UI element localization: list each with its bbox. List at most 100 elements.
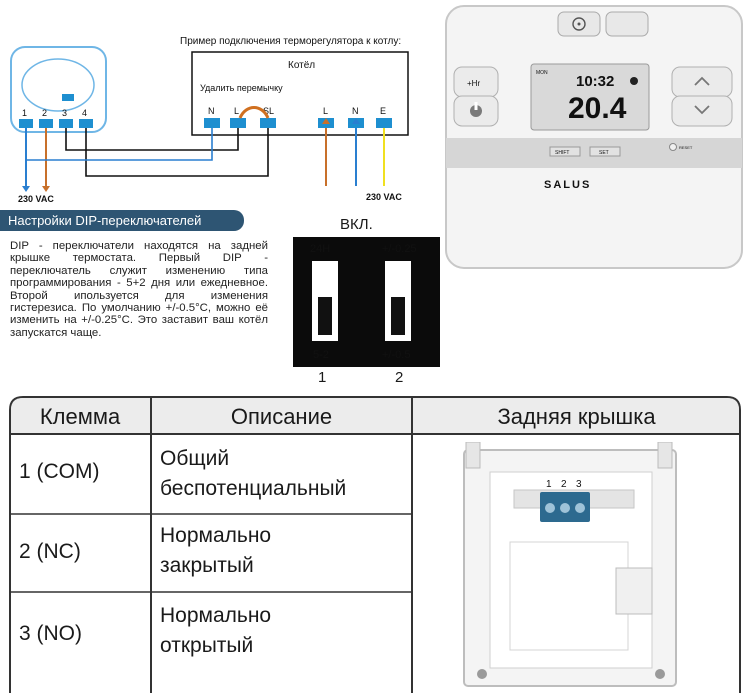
row-terminal: 2 (NC) — [19, 540, 81, 563]
dip-switch-panel: 24H +/-0.25 5-2 +/-0.5 — [293, 237, 440, 367]
back-cover-terminal-block — [540, 492, 590, 522]
screw-icon — [655, 669, 665, 679]
row-terminal: 1 (COM) — [19, 460, 100, 483]
down-button[interactable] — [671, 95, 733, 127]
row-description-line: Нормально — [160, 604, 272, 627]
arrow-icon — [322, 118, 330, 124]
row-description-line: Нормально — [160, 524, 272, 547]
terminal-block — [79, 119, 93, 128]
dip-switch-1-knob — [318, 297, 332, 335]
jumper-wire — [238, 106, 270, 119]
dip-switch-2-knob — [391, 297, 405, 335]
flame-icon — [630, 77, 638, 85]
terminal-label: 1 — [22, 108, 27, 118]
terminal-label: 3 — [62, 108, 67, 118]
jumper-note: Удалить перемычку — [200, 83, 283, 93]
lcd-time: 10:32 — [576, 73, 614, 90]
thermometer-icon — [470, 102, 482, 117]
dip-on-label: ВКЛ. — [340, 216, 373, 233]
cover-clip — [657, 442, 673, 469]
wiring-diagram: 1 2 3 4 Пример подключения терморегулято… — [0, 0, 440, 215]
screw-icon — [477, 669, 487, 679]
arrow-icon — [42, 186, 50, 192]
terminal-label: L — [234, 106, 239, 116]
switch2-top-label: +/-0.25 — [382, 243, 417, 255]
terminal-block — [260, 118, 276, 128]
boiler-title: Котёл — [288, 60, 315, 71]
terminal-label: 2 — [42, 108, 47, 118]
thermostat-device-svg: +Hr MON 10:32 20.4 SHIFT SET RESET SALUS — [445, 5, 743, 269]
wire-black — [65, 128, 239, 151]
terminals-table: Клемма Описание Задняя крышка 1 (COM) Об… — [9, 396, 741, 693]
supply-label: 230 VAC — [18, 194, 54, 204]
set-button-label: SET — [599, 150, 609, 156]
reset-label: RESET — [679, 145, 693, 150]
top-button[interactable] — [605, 11, 649, 37]
dip-switch-svg: 24H +/-0.25 5-2 +/-0.5 — [310, 243, 417, 361]
salus-logo: SALUS — [544, 179, 591, 191]
up-button[interactable] — [671, 66, 733, 98]
switch1-number: 1 — [318, 369, 327, 386]
header-description: Описание — [230, 404, 333, 429]
reset-button[interactable] — [669, 143, 677, 151]
header-back-cover: Задняя крышка — [497, 404, 656, 429]
arrow-icon — [22, 186, 30, 192]
svg-text:SALUS: SALUS — [544, 179, 591, 191]
terminal-label: L — [323, 106, 328, 116]
fan-icon — [572, 17, 586, 31]
switch2-bottom-label: +/-0.5 — [382, 349, 410, 361]
terminal-block — [59, 119, 73, 128]
wiring-caption: Пример подключения терморегулятора к кот… — [180, 36, 401, 47]
terminal-label: SL — [263, 106, 274, 116]
wiring-diagram-svg: 1 2 3 4 Пример подключения терморегулято… — [10, 36, 409, 204]
lcd-temperature: 20.4 — [568, 92, 627, 125]
thermostat-indicator — [62, 94, 74, 101]
chevron-down-icon — [694, 105, 710, 115]
terminal-label: 4 — [82, 108, 87, 118]
terminal-label: N — [208, 106, 215, 116]
switch1-top-label: 24H — [310, 243, 330, 255]
hr-button-label: +Hr — [467, 79, 480, 88]
terminal-block — [204, 118, 220, 128]
wire-black — [85, 128, 269, 177]
boiler-terminals: N L SL L N E — [204, 106, 392, 128]
dip-description: DIP - переключатели находятся на задней … — [10, 240, 268, 339]
terminal-label: E — [380, 106, 386, 116]
terminal-block — [376, 118, 392, 128]
terminal-block — [230, 118, 246, 128]
terminal-label: N — [352, 106, 359, 116]
shift-button-label: SHIFT — [555, 150, 569, 156]
row-description: Нормально закрытый — [160, 521, 410, 581]
back-cover-svg: 1 2 3 — [463, 442, 677, 687]
lcd-day-label: MON — [536, 70, 548, 76]
set-button[interactable] — [589, 146, 621, 157]
lcd-screen — [530, 63, 650, 131]
thermostat-dial — [21, 58, 95, 112]
cover-label: 1 — [546, 479, 552, 490]
row-description-line: беспотенциальный — [160, 477, 347, 500]
wire-blue — [26, 128, 213, 161]
device-body — [445, 5, 743, 269]
shift-button[interactable] — [549, 146, 581, 157]
switch1-bottom-label: 5-2 — [313, 349, 329, 361]
thermostat-terminals: 1 2 3 4 — [19, 108, 93, 128]
row-description-line: Общий — [160, 447, 230, 470]
thermostat-outline — [10, 46, 107, 133]
dip-section-header: Настройки DIP-переключателей — [0, 210, 244, 231]
thermostat-device: +Hr MON 10:32 20.4 SHIFT SET RESET SALUS — [444, 4, 744, 269]
cover-clip — [465, 442, 481, 469]
boiler-outline — [191, 51, 409, 136]
terminal-block — [19, 119, 33, 128]
terminal-block — [39, 119, 53, 128]
row-description-line: закрытый — [160, 554, 254, 577]
row-description: Нормально открытый — [160, 601, 410, 661]
chevron-up-icon — [694, 76, 710, 86]
cover-label: 2 — [561, 479, 567, 490]
cover-latch — [615, 567, 653, 615]
supply-label: 230 VAC — [366, 192, 402, 202]
table-frame — [9, 396, 741, 693]
arrow-icon — [352, 118, 360, 124]
row-terminal: 3 (NO) — [19, 622, 82, 645]
row-description-line: открытый — [160, 634, 254, 657]
back-cover-image: 1 2 3 — [456, 442, 686, 692]
